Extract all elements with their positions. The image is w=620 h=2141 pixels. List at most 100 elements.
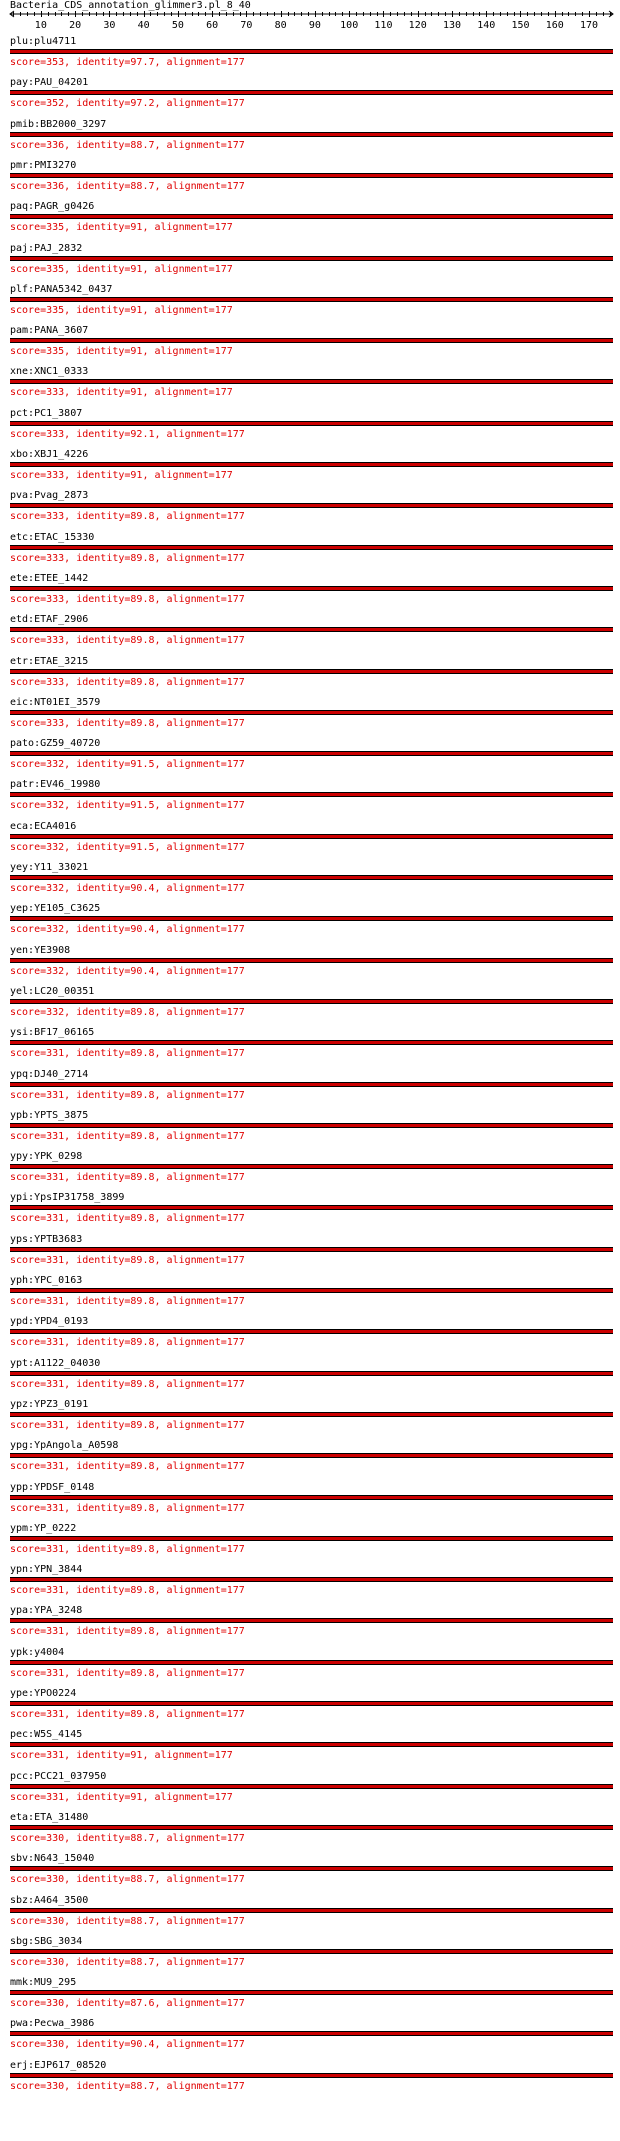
alignment-bar[interactable] xyxy=(10,379,613,385)
alignment-bar[interactable] xyxy=(10,49,613,54)
alignment-bar[interactable] xyxy=(10,1411,613,1417)
hit-name: ypg:YpAngola_A0598 xyxy=(10,1440,119,1452)
alignment-bar[interactable] xyxy=(10,668,613,674)
alignment-bar[interactable] xyxy=(10,2031,613,2037)
ruler-tick-label: 120 xyxy=(409,20,427,31)
alignment-bar[interactable] xyxy=(10,214,613,220)
hit-score: score=331, identity=89.8, alignment=177 xyxy=(10,1130,245,1142)
alignment-bar[interactable] xyxy=(10,1742,613,1748)
hit-name: eic:NT01EI_3579 xyxy=(10,696,101,708)
hit-name: ypy:YPK_0298 xyxy=(10,1151,83,1163)
hit-name: pva:Pvag_2873 xyxy=(10,490,89,502)
alignment-bar[interactable] xyxy=(10,90,613,96)
alignment-bar[interactable] xyxy=(10,1659,613,1665)
alignment-bar[interactable] xyxy=(10,792,613,798)
alignment-bar[interactable] xyxy=(10,709,613,715)
hit-name: pato:GZ59_40720 xyxy=(10,738,101,750)
alignment-bar[interactable] xyxy=(10,1948,613,1954)
hit-score: score=331, identity=89.8, alignment=177 xyxy=(10,1254,245,1266)
hit-name: erj:EJP617_08520 xyxy=(10,2059,107,2071)
hit-score: score=331, identity=89.8, alignment=177 xyxy=(10,1585,245,1597)
alignment-bar[interactable] xyxy=(10,420,613,426)
hit-score: score=333, identity=91, alignment=177 xyxy=(10,470,233,481)
ruler-tick-label: 10 xyxy=(35,20,47,31)
alignment-bar[interactable] xyxy=(10,585,613,591)
ruler-tick-label: 110 xyxy=(374,20,392,31)
alignment-bar[interactable] xyxy=(10,833,613,839)
alignment-bar[interactable] xyxy=(10,1329,613,1335)
hit-name: paj:PAJ_2832 xyxy=(10,242,83,254)
hit-score: score=333, identity=89.8, alignment=177 xyxy=(10,552,245,564)
ruler-tick-label: 170 xyxy=(580,20,598,31)
hit-name: ysi:BF17_06165 xyxy=(10,1027,95,1039)
hit-name: ypn:YPN_3844 xyxy=(10,1564,83,1576)
alignment-bar[interactable] xyxy=(10,1164,613,1170)
alignment-bar[interactable] xyxy=(10,875,613,880)
alignment-bar[interactable] xyxy=(10,1577,613,1583)
alignment-bar[interactable] xyxy=(10,1494,613,1500)
alignment-bar[interactable] xyxy=(10,1701,613,1706)
alignment-bar[interactable] xyxy=(10,1783,613,1789)
hit-score: score=332, identity=90.4, alignment=177 xyxy=(10,883,245,894)
alignment-bar[interactable] xyxy=(10,1205,613,1211)
hit-name: plf:PANA5342_0437 xyxy=(10,283,113,295)
hit-name: ypb:YPTS_3875 xyxy=(10,1109,89,1121)
alignment-bar[interactable] xyxy=(10,544,613,550)
hit-score: score=333, identity=89.8, alignment=177 xyxy=(10,593,245,605)
alignment-bar[interactable] xyxy=(10,1370,613,1376)
alignment-bar[interactable] xyxy=(10,1618,613,1624)
alignment-bar[interactable] xyxy=(10,131,613,137)
ruler-tick-label: 60 xyxy=(206,20,218,31)
alignment-bar[interactable] xyxy=(10,627,613,633)
hit-name: ypz:YPZ3_0191 xyxy=(10,1398,89,1410)
alignment-bar[interactable] xyxy=(10,338,613,344)
hit-name: yph:YPC_0163 xyxy=(10,1275,83,1286)
alignment-bar[interactable] xyxy=(10,957,613,963)
hit-score: score=331, identity=89.8, alignment=177 xyxy=(10,1048,245,1060)
ruler-tick-label: 80 xyxy=(275,20,287,31)
alignment-bar[interactable] xyxy=(10,1453,613,1459)
alignment-bar[interactable] xyxy=(10,462,613,467)
alignment-bar[interactable] xyxy=(10,1535,613,1541)
alignment-bar[interactable] xyxy=(10,916,613,922)
ruler-tick-label: 20 xyxy=(69,20,81,31)
alignment-bar[interactable] xyxy=(10,1246,613,1252)
hit-score: score=335, identity=91, alignment=177 xyxy=(10,304,233,316)
alignment-bar[interactable] xyxy=(10,1990,613,1996)
hit-name: pam:PANA_3607 xyxy=(10,325,89,337)
hit-score: score=332, identity=89.8, alignment=177 xyxy=(10,1006,245,1018)
alignment-bar[interactable] xyxy=(10,1122,613,1128)
hit-score: score=331, identity=89.8, alignment=177 xyxy=(10,1667,245,1679)
hit-name: ypt:A1122_04030 xyxy=(10,1357,101,1369)
hit-name: xbo:XBJ1_4226 xyxy=(10,449,89,460)
hit-score: score=333, identity=92.1, alignment=177 xyxy=(10,428,245,440)
hit-name: mmk:MU9_295 xyxy=(10,1977,77,1989)
alignment-bar[interactable] xyxy=(10,751,613,757)
hit-name: ypi:YpsIP31758_3899 xyxy=(10,1192,125,1204)
hit-name: yep:YE105_C3625 xyxy=(10,903,101,915)
alignment-bar[interactable] xyxy=(10,1866,613,1872)
hit-score: score=330, identity=88.7, alignment=177 xyxy=(10,1874,245,1886)
alignment-bar[interactable] xyxy=(10,2072,613,2078)
ruler-tick-label: 30 xyxy=(103,20,115,31)
alignment-bar[interactable] xyxy=(10,1040,613,1046)
alignment-bar[interactable] xyxy=(10,296,613,302)
alignment-bar[interactable] xyxy=(10,1081,613,1087)
hit-score: score=331, identity=89.8, alignment=177 xyxy=(10,1543,245,1555)
hit-score: score=335, identity=91, alignment=177 xyxy=(10,263,233,275)
hit-score: score=331, identity=89.8, alignment=177 xyxy=(10,1461,245,1473)
hit-score: score=332, identity=91.5, alignment=177 xyxy=(10,841,245,853)
hit-name: sbv:N643_15040 xyxy=(10,1853,95,1865)
ruler-tick-label: 140 xyxy=(477,20,495,31)
alignment-bar[interactable] xyxy=(10,172,613,178)
alignment-bar[interactable] xyxy=(10,503,613,509)
alignment-bar[interactable] xyxy=(10,1907,613,1913)
alignment-bar[interactable] xyxy=(10,998,613,1004)
hit-score: score=331, identity=91, alignment=177 xyxy=(10,1791,233,1803)
alignment-bar[interactable] xyxy=(10,1824,613,1830)
alignment-bar[interactable] xyxy=(10,255,613,261)
alignment-bar[interactable] xyxy=(10,1288,613,1293)
hit-score: score=330, identity=88.7, alignment=177 xyxy=(10,1915,245,1927)
hit-name: patr:EV46_19980 xyxy=(10,779,101,791)
